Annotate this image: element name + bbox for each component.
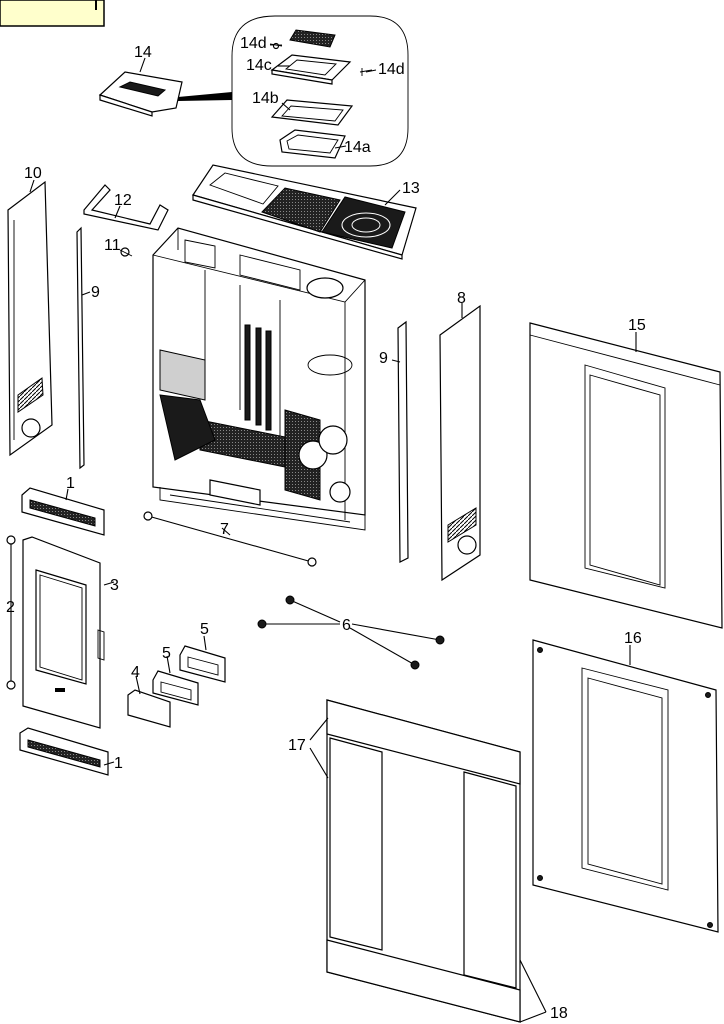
label-14b: 14b — [252, 90, 279, 107]
detail-bubble-connector — [178, 92, 232, 101]
label-1-top: 1 — [66, 475, 75, 492]
label-14d-top: 14d — [240, 35, 267, 52]
burner-ring — [341, 212, 391, 238]
label-4: 4 — [131, 664, 140, 681]
label-9-right: 9 — [379, 350, 388, 367]
label-1-bottom: 1 — [114, 755, 123, 772]
detail-bubble-14 — [231, 15, 409, 167]
part-8-right-side-panel — [439, 304, 481, 582]
leader-lines — [29, 43, 637, 1023]
part-14d-screw — [359, 68, 373, 76]
label-11: 11 — [104, 237, 121, 254]
label-14: 14 — [134, 44, 152, 61]
part-11-fastener — [119, 247, 133, 257]
part-14d-grille — [270, 29, 336, 50]
label-16: 16 — [624, 630, 642, 647]
part-14a-seal — [279, 129, 346, 159]
label-13: 13 — [402, 180, 420, 197]
part-2-hinge-pins — [6, 535, 16, 690]
label-14d-right: 14d — [378, 61, 405, 78]
part-13-top-plate — [192, 164, 417, 260]
label-15: 15 — [628, 317, 646, 334]
label-12: 12 — [114, 192, 132, 209]
part-3-door — [22, 536, 105, 729]
label-18: 18 — [550, 1005, 568, 1022]
part-1-bottom-grille — [19, 727, 109, 776]
part-9-left-strip — [76, 226, 85, 470]
label-9-left: 9 — [91, 284, 100, 301]
part-6-feet — [257, 595, 445, 670]
label-17: 17 — [288, 737, 306, 754]
part-14-cover — [98, 71, 183, 117]
label-14c: 14c — [246, 57, 272, 74]
part-15-back-panel — [529, 322, 723, 629]
label-7: 7 — [220, 521, 229, 538]
stove-body — [152, 227, 366, 531]
part-10-left-side-panel — [7, 180, 53, 457]
label-3: 3 — [110, 577, 119, 594]
corner-box — [0, 0, 105, 27]
label-10: 10 — [24, 165, 42, 182]
label-5-b: 5 — [162, 645, 171, 662]
part-5-gasket-a — [179, 645, 226, 683]
label-14a: 14a — [344, 139, 371, 156]
part-4-plate — [127, 689, 171, 728]
label-5-a: 5 — [200, 621, 209, 638]
label-2: 2 — [6, 599, 15, 616]
part-14c-frame — [270, 54, 352, 85]
part-5-gasket-b — [152, 670, 199, 706]
part-7-rod — [143, 511, 317, 567]
part-12-bracket — [83, 184, 169, 231]
part-14b-plate — [270, 99, 354, 126]
part-17-18-front-panels — [326, 699, 521, 1023]
part-9-right-strip — [397, 320, 409, 563]
part-16-inner-panel — [532, 639, 719, 933]
label-6: 6 — [342, 617, 351, 634]
label-8: 8 — [457, 290, 466, 307]
part-1-top-grille — [21, 487, 105, 536]
